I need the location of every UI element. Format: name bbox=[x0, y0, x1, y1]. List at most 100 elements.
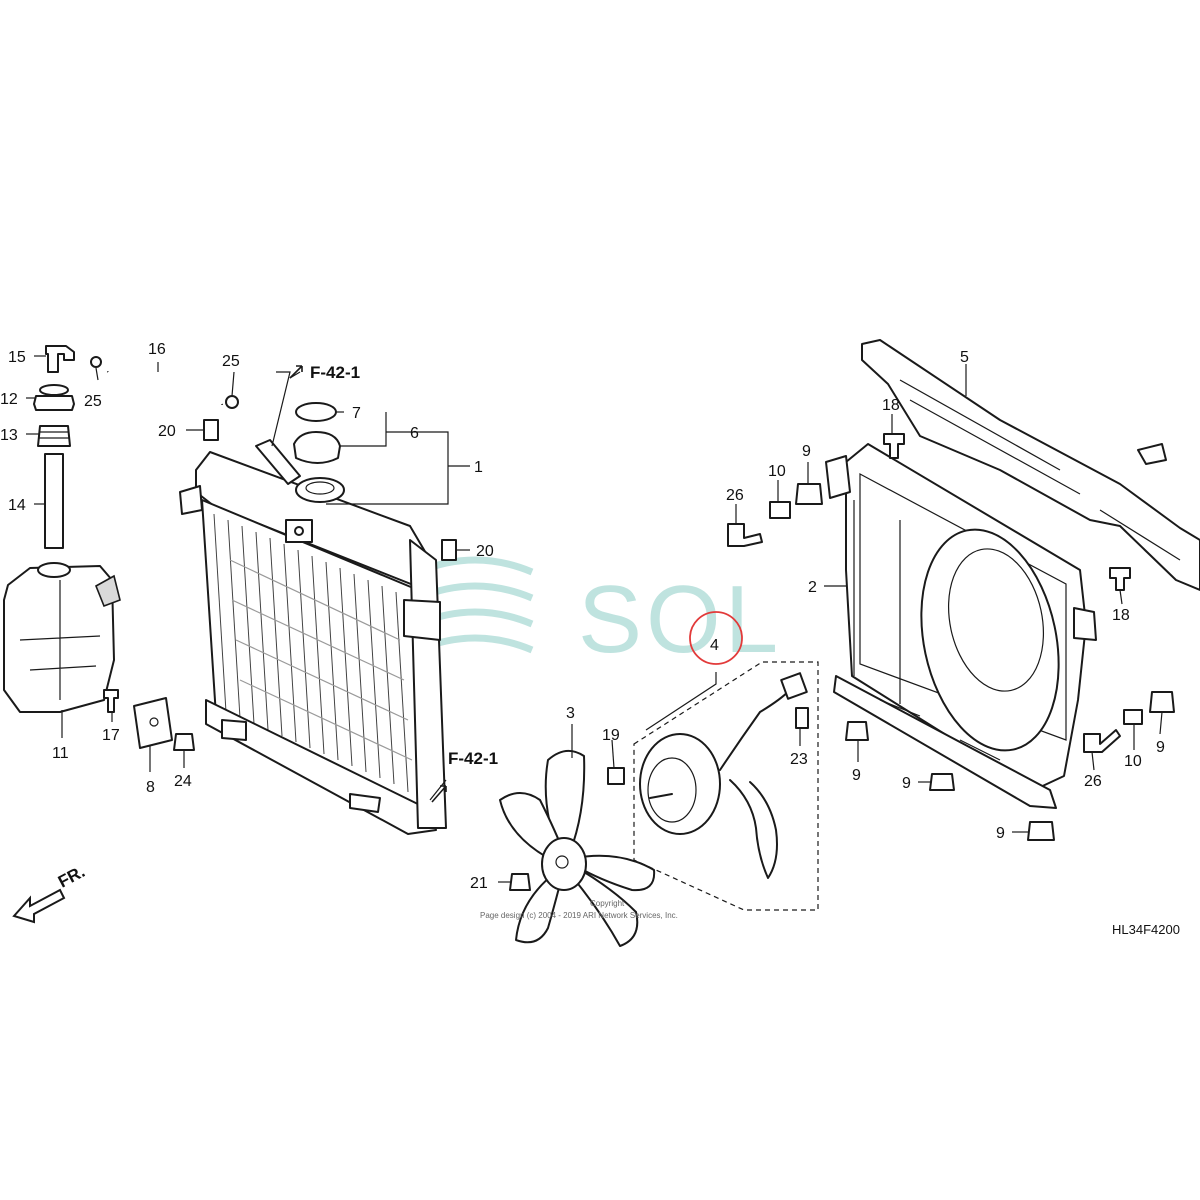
callout-19: 19 bbox=[602, 727, 620, 744]
nut-21 bbox=[509, 873, 531, 891]
callout-8: 8 bbox=[146, 779, 155, 796]
fan-blade bbox=[569, 865, 639, 947]
bolt-26-right bbox=[1083, 729, 1121, 753]
bolt-18-top bbox=[883, 433, 905, 459]
radiator-bracket-bottom bbox=[221, 719, 247, 741]
reservoir-tank-11 bbox=[3, 565, 115, 713]
collar-10-left bbox=[769, 501, 791, 519]
front-label: FR. bbox=[55, 862, 88, 892]
callout-26-b: 26 bbox=[1084, 773, 1102, 790]
motor-connector bbox=[780, 672, 808, 700]
watermark-logo: SOL bbox=[416, 556, 782, 673]
clip-top-right bbox=[1137, 443, 1167, 465]
callout-20-b: 20 bbox=[476, 543, 494, 560]
bracket-8-hole bbox=[149, 717, 159, 727]
copyright-text: Copyright bbox=[590, 899, 625, 908]
diagram-code: HL34F4200 bbox=[1112, 922, 1180, 937]
motor-face bbox=[647, 757, 697, 823]
hose-16-inner bbox=[104, 368, 227, 406]
radiator-upper-pipe bbox=[255, 439, 301, 485]
callout-5: 5 bbox=[960, 349, 969, 366]
clip-20-top bbox=[203, 419, 219, 441]
highlight-circle bbox=[689, 611, 743, 665]
fan-hub-center bbox=[555, 855, 569, 869]
shroud-side bbox=[853, 500, 901, 704]
callout-9-c: 9 bbox=[852, 767, 861, 784]
shroud-bottom-rail bbox=[833, 675, 1057, 809]
copyright-line: Page design (c) 2004 - 2019 ARI Network … bbox=[480, 911, 678, 920]
callout-18-b: 18 bbox=[1112, 607, 1130, 624]
motor-shaft bbox=[649, 793, 673, 799]
callout-25-a: 25 bbox=[222, 353, 240, 370]
grommet-9-d bbox=[929, 773, 955, 791]
cover-5-ribs bbox=[899, 379, 1181, 561]
bolt-26-left bbox=[727, 523, 763, 547]
callout-23: 23 bbox=[790, 751, 808, 768]
callout-17: 17 bbox=[102, 727, 120, 744]
fan-hub bbox=[541, 837, 587, 891]
callout-2: 2 bbox=[808, 579, 817, 596]
fan-motor-4 bbox=[639, 672, 809, 879]
shroud-tab-left bbox=[825, 455, 851, 499]
bracket-8 bbox=[133, 697, 173, 749]
callout-18-a: 18 bbox=[882, 397, 900, 414]
watermark-text: SOL bbox=[578, 566, 782, 673]
callout-10-a: 10 bbox=[768, 463, 786, 480]
clamp-25-right bbox=[225, 395, 239, 409]
callout-4: 4 bbox=[710, 637, 719, 654]
radiator-cap-6 bbox=[293, 431, 341, 464]
callout-9-d: 9 bbox=[902, 775, 911, 792]
callout-25-b: 25 bbox=[84, 393, 102, 410]
radiator-bracket-top bbox=[179, 485, 203, 515]
callout-9-a: 9 bbox=[802, 443, 811, 460]
callout-21: 21 bbox=[470, 875, 488, 892]
shroud-rail-slots bbox=[879, 699, 1001, 761]
radiator-hatch bbox=[229, 559, 413, 761]
callout-13: 13 bbox=[0, 427, 18, 444]
callout-20-a: 20 bbox=[158, 423, 176, 440]
motor-harness-loop bbox=[729, 779, 778, 879]
callout-9-e: 9 bbox=[996, 825, 1005, 842]
elbow-fitting-15 bbox=[45, 345, 75, 373]
reservoir-cap-top bbox=[39, 384, 69, 396]
filler-neck-inner bbox=[305, 481, 335, 495]
cover-5 bbox=[861, 339, 1200, 591]
filler-neck bbox=[295, 477, 345, 503]
callout-24: 24 bbox=[174, 773, 192, 790]
radiator-1 bbox=[179, 439, 447, 835]
front-arrow-icon bbox=[12, 888, 66, 924]
bolt-18-right bbox=[1109, 567, 1131, 591]
ref-f42-top: F-42-1 bbox=[289, 363, 360, 382]
callout-14: 14 bbox=[8, 497, 26, 514]
radiator-bracket-right bbox=[403, 599, 441, 641]
callout-9-b: 9 bbox=[1156, 739, 1165, 756]
fan-blade bbox=[515, 871, 563, 944]
seal-7 bbox=[295, 402, 337, 422]
motor-harness bbox=[719, 689, 791, 771]
callout-15: 15 bbox=[8, 349, 26, 366]
leader-lines bbox=[26, 355, 1163, 883]
tank-bracket bbox=[94, 574, 121, 608]
nut-24 bbox=[173, 733, 195, 751]
reservoir-tank-group bbox=[3, 345, 121, 713]
tank-neck bbox=[37, 562, 71, 578]
ref-arrow-icon bbox=[431, 785, 447, 803]
shroud-ring-inner bbox=[947, 548, 1045, 692]
fan-shroud-2 bbox=[825, 443, 1097, 809]
fan-blade-3 bbox=[499, 749, 656, 947]
callout-16: 16 bbox=[148, 341, 166, 358]
radiator-fins bbox=[213, 513, 409, 793]
connector-clip-23 bbox=[795, 707, 809, 729]
callout-1: 1 bbox=[474, 459, 483, 476]
shroud-ring bbox=[920, 528, 1060, 752]
clip-20-mid bbox=[441, 539, 457, 561]
fan-blade bbox=[544, 749, 586, 857]
tube-14 bbox=[44, 453, 64, 549]
ref-arrow-icon bbox=[289, 365, 303, 379]
tank-detail bbox=[19, 580, 101, 700]
callout-26-a: 26 bbox=[726, 487, 744, 504]
ref-f42-bottom: F-42-1 bbox=[431, 749, 498, 803]
bolt-17 bbox=[103, 689, 119, 713]
bolt-19 bbox=[607, 767, 625, 785]
